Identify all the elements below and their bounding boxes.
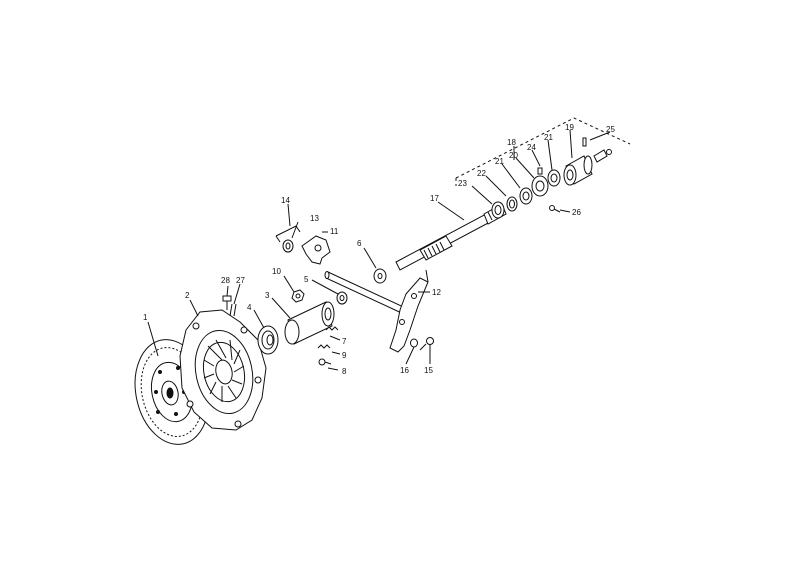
callout-3: 3 [265,291,270,300]
callout-27: 27 [236,276,245,285]
callout-14: 14 [281,196,290,205]
callout-labels: 1 2 3 4 5 6 7 8 9 10 11 12 13 14 15 16 1… [143,123,615,376]
washer-6 [373,268,387,284]
washer-22 [506,196,518,212]
bearing-20 [531,175,549,197]
callout-15: 15 [424,366,433,375]
release-bearing [257,325,279,355]
callout-19: 19 [565,123,574,132]
input-shaft [395,203,507,271]
pressure-plate [179,309,267,431]
dowel-pin-27 [229,303,237,317]
screw-8 [318,358,332,366]
bolt-15 [419,337,434,351]
callout-23: 23 [458,179,467,188]
callout-25: 25 [606,125,615,134]
callout-18: 18 [507,138,516,147]
screw-26 [549,205,561,213]
nut-10 [291,289,305,303]
housing-19 [563,155,593,186]
callout-21a: 21 [544,133,553,142]
spring-9 [317,344,331,349]
callout-13: 13 [310,214,319,223]
washer-5 [336,291,348,305]
bracket-11 [301,235,331,265]
callout-4: 4 [247,303,252,312]
callout-21b: 21 [495,157,504,166]
callout-24: 24 [527,143,536,152]
callout-7: 7 [342,337,347,346]
callout-26: 26 [572,208,581,217]
callout-16: 16 [400,366,409,375]
ring-21b [547,169,561,187]
clip-13 [282,239,294,253]
release-fork-12 [389,269,429,353]
leader-lines [147,129,611,371]
pin-24 [537,167,543,175]
callout-8: 8 [342,367,347,376]
callout-9: 9 [342,351,347,360]
callout-10: 10 [272,267,281,276]
callout-1: 1 [143,313,148,322]
callout-20: 20 [509,151,518,160]
snap-ring-23 [491,201,505,219]
callout-6: 6 [357,239,362,248]
callout-11: 11 [330,227,339,236]
callout-28: 28 [221,276,230,285]
callout-22: 22 [477,169,486,178]
callout-5: 5 [304,275,309,284]
spring-7 [325,326,339,331]
assembly-group-18-bracket [455,117,631,186]
bearing-sleeve [284,301,335,345]
callout-2: 2 [185,291,190,300]
fitting-25 [582,137,612,163]
callout-12: 12 [432,288,441,297]
washer-16 [410,338,418,348]
bolt-28 [222,295,232,310]
ring-21a [519,187,533,205]
callout-17: 17 [430,194,439,203]
